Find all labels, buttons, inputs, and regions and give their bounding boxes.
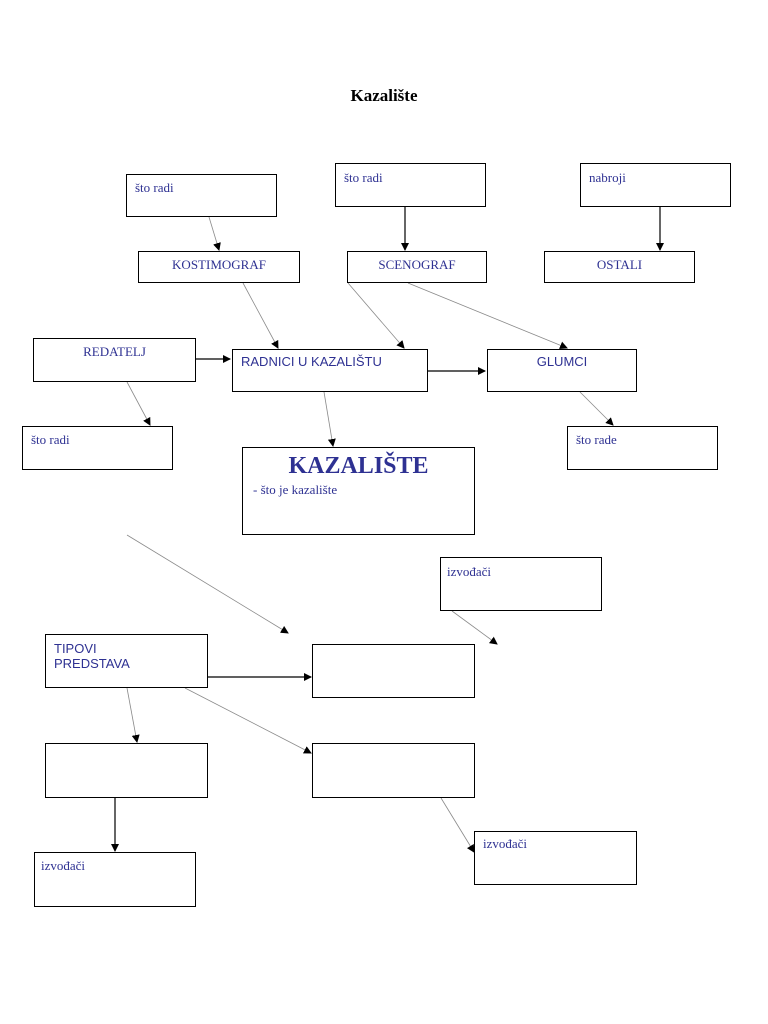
box-sto-radi-kostimograf: što radi: [126, 174, 277, 217]
box-scenograf: SCENOGRAF: [347, 251, 487, 283]
arrow-glumci-sto-rade: [579, 391, 614, 426]
box-sto-rade-glumci: što rade: [567, 426, 718, 470]
arrow-redatelj-sto-radi: [126, 381, 151, 426]
arrow-izvodjaci-middle: [451, 610, 498, 645]
box-label: izvođači: [447, 564, 492, 579]
box-label: REDATELJ: [83, 344, 146, 359]
box-redatelj: REDATELJ: [33, 338, 196, 382]
kazaliste-subtitle: - što je kazalište: [253, 482, 338, 497]
arrow-scenograf-glumci: [407, 282, 568, 350]
box-label: izvođači: [41, 858, 86, 873]
arrow-scenograf-radnici: [347, 282, 405, 349]
box-kazaliste: KAZALIŠTE - što je kazalište: [242, 447, 475, 535]
arrow-tipovi-empty-lower-left: [126, 687, 140, 743]
box-kostimograf: KOSTIMOGRAF: [138, 251, 300, 283]
box-sto-radi-redatelj: što radi: [22, 426, 173, 470]
box-label: što radi: [135, 180, 174, 195]
box-glumci: GLUMCI: [487, 349, 637, 392]
arrow-kostimograf-radnici: [242, 282, 279, 349]
kazaliste-title: KAZALIŠTE: [288, 453, 429, 479]
box-label: što radi: [344, 170, 383, 185]
arrow-empty-izvodjaci-right: [440, 797, 475, 853]
box-label: TIPOVI PREDSTAVA: [54, 641, 130, 671]
box-izvodjaci-lower-right: izvođači: [474, 831, 637, 885]
box-nabroji: nabroji: [580, 163, 731, 207]
box-label: OSTALI: [596, 257, 643, 272]
box-empty-lower-left: [45, 743, 208, 798]
page-title: Kazalište: [350, 86, 418, 105]
box-label: nabroji: [589, 170, 626, 185]
box-label: izvođači: [483, 836, 528, 851]
box-izvodjaci-lower-left: izvođači: [34, 852, 196, 907]
box-empty-middle: [312, 644, 475, 698]
box-empty-lower-middle: [312, 743, 475, 798]
arrow-diagonal-upper: [126, 534, 289, 634]
arrow-sto-radi-kostimograf: [208, 216, 221, 251]
box-label: SCENOGRAF: [378, 257, 456, 272]
box-label: KOSTIMOGRAF: [172, 257, 266, 272]
arrow-tipovi-empty-lower-middle: [184, 687, 312, 754]
box-label: GLUMCI: [536, 354, 588, 369]
box-label: što radi: [31, 432, 70, 447]
box-sto-radi-scenograf: što radi: [335, 163, 486, 207]
box-tipovi-predstava: TIPOVI PREDSTAVA: [45, 634, 208, 688]
box-label: što rade: [576, 432, 617, 447]
arrow-radnici-kazaliste: [323, 391, 336, 447]
box-ostali: OSTALI: [544, 251, 695, 283]
box-izvodjaci-upper: izvođači: [440, 557, 602, 611]
box-radnici-u-kazalistu: RADNICI U KAZALIŠTU: [232, 349, 428, 392]
box-label: RADNICI U KAZALIŠTU: [241, 354, 382, 369]
